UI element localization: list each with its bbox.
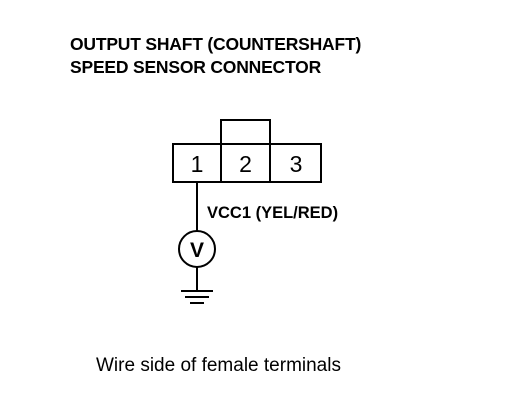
voltmeter-symbol: V <box>190 239 204 262</box>
view-caption: Wire side of female terminals <box>96 355 341 376</box>
ground-icon <box>181 290 213 304</box>
connector-housing <box>172 143 322 183</box>
title-line-1: OUTPUT SHAFT (COUNTERSHAFT) <box>70 34 362 54</box>
pin-3-label: 3 <box>290 151 303 177</box>
pin-1-label: 1 <box>191 151 204 177</box>
title-line-2: SPEED SENSOR CONNECTOR <box>70 57 322 77</box>
connector-lock-tab <box>220 119 271 145</box>
pin-2-label: 2 <box>239 151 252 177</box>
wire-label: VCC1 (YEL/RED) <box>207 204 338 222</box>
diagram-title: OUTPUT SHAFT (COUNTERSHAFT) SPEED SENSOR… <box>70 33 361 79</box>
